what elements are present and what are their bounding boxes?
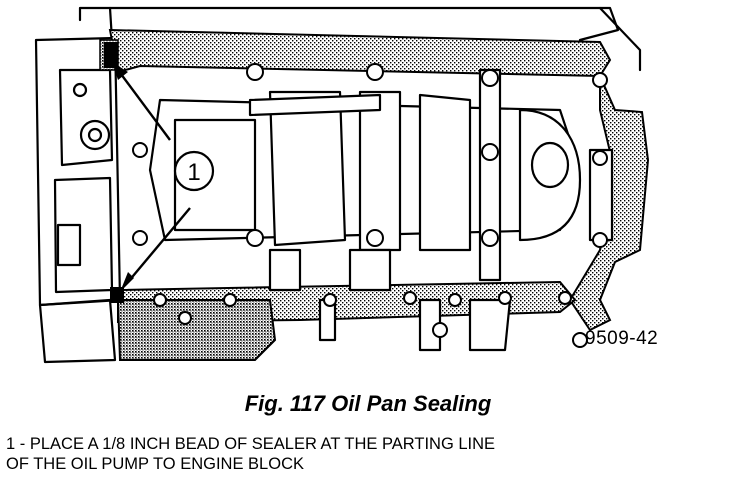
callout-number: 1 [187, 159, 200, 186]
oil-pump-housing [116, 299, 277, 361]
callout-circle [173, 150, 215, 192]
figure-number: 9509-42 [585, 328, 659, 349]
callout-description: 1 - PLACE A 1/8 INCH BEAD OF SEALER AT T… [6, 434, 726, 474]
sealer-bead-top [104, 42, 118, 68]
callout-line: OF THE OIL PUMP TO ENGINE BLOCK [6, 455, 304, 473]
engine-block-illustration: 1 [34, 6, 650, 364]
figure-caption: Fig. 117 Oil Pan Sealing [244, 391, 492, 416]
sealing-flange-top [108, 28, 612, 78]
callout-line: 1 - PLACE A 1/8 INCH BEAD OF SEALER AT T… [6, 435, 496, 453]
